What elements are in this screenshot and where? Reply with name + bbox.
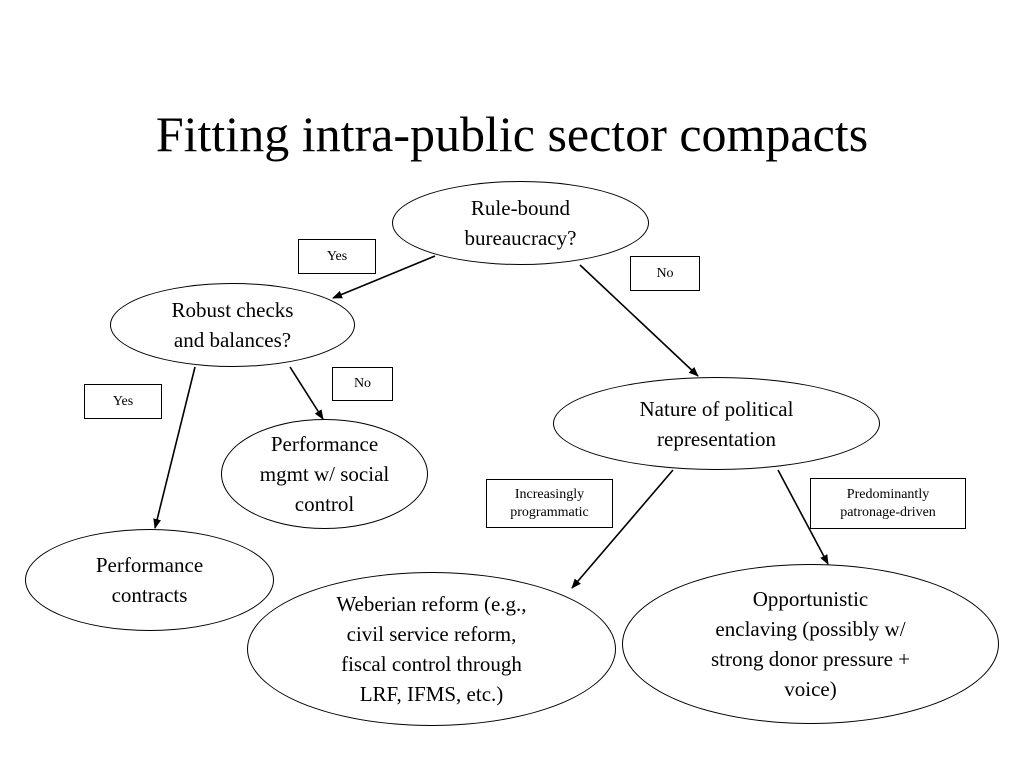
- node-opportunistic-enclaving: Opportunistic enclaving (possibly w/ str…: [622, 564, 999, 724]
- node-performance-social-control-text: Performance mgmt w/ social control: [259, 432, 390, 516]
- edge-rule-to-political: [579, 264, 699, 377]
- node-robust-checks-text: Robust checks and balances?: [171, 298, 294, 352]
- edge-label-yes-top: Yes: [298, 239, 376, 274]
- node-performance-contracts: Performance contracts: [25, 529, 274, 631]
- edge-political-to-opportunistic: [777, 469, 829, 565]
- edge-label-programmatic: Increasingly programmatic: [486, 479, 613, 528]
- edge-rule-to-robust: [332, 255, 436, 299]
- node-robust-checks: Robust checks and balances?: [110, 283, 355, 367]
- node-rule-bound-bureaucracy: Rule-bound bureaucracy?: [392, 181, 649, 265]
- node-weberian-reform-text: Weberian reform (e.g., civil service ref…: [336, 592, 527, 706]
- node-political-representation: Nature of political representation: [553, 377, 880, 470]
- edge-label-no-top: No: [630, 256, 700, 291]
- node-opportunistic-enclaving-text: Opportunistic enclaving (possibly w/ str…: [710, 587, 911, 701]
- edge-robust-to-contracts: [153, 366, 196, 529]
- node-weberian-reform: Weberian reform (e.g., civil service ref…: [247, 572, 616, 726]
- node-political-representation-text: Nature of political representation: [639, 396, 794, 451]
- edge-label-patronage: Predominantly patronage-driven: [810, 478, 966, 529]
- edge-label-yes-left: Yes: [84, 384, 162, 419]
- slide-title: Fitting intra-public sector compacts: [155, 106, 869, 162]
- edge-robust-to-social: [289, 366, 324, 420]
- node-performance-social-control: Performance mgmt w/ social control: [221, 419, 428, 529]
- edge-political-to-weberian: [571, 469, 674, 589]
- node-performance-contracts-text: Performance contracts: [95, 553, 204, 607]
- node-rule-bound-text: Rule-bound bureaucracy?: [464, 196, 577, 250]
- edge-label-no-mid: No: [332, 367, 393, 401]
